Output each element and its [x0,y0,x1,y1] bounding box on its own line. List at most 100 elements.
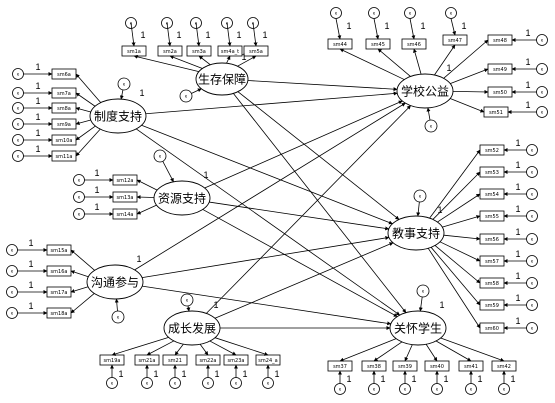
fixed-loading-label: 1 [477,374,482,384]
error-label: e [531,302,534,307]
error-term: e [230,377,242,389]
fixed-loading-label: 1 [420,21,425,31]
error-term: e [73,174,85,186]
latent-fixed-label: 1 [139,88,144,98]
indicator-sm6a: sm6a [51,68,77,80]
error-label: e [531,236,534,241]
indicator-label: sm19a [104,358,121,364]
path-survival-to-teaching [237,91,400,220]
loading-sm23a [209,340,237,356]
residual-sm3a [195,22,201,47]
error-circle [416,284,430,298]
indicator-label: sm60 [485,326,499,332]
loading-sm47 [434,44,456,76]
error-term: e [117,77,131,91]
fixed-loading-label: 1 [118,369,123,379]
error-circle [424,119,438,133]
loading-sm5a [237,55,257,67]
latent-ellipse [387,215,445,251]
indicator-sm7a: sm7a [51,87,77,99]
indicator-sm38: sm38 [361,360,387,372]
indicator-label: sm1a [127,49,141,55]
error-term: e [262,377,274,389]
loading-sm3a [198,55,211,66]
indicator-sm11a: sm11a [51,150,77,162]
indicator-sm41: sm41 [458,360,484,372]
error-label: e [339,386,342,391]
indicator-sm4a_t: sm4a_t [217,45,243,57]
fixed-loading-label: 1 [140,30,145,40]
latent-label: 教事支持 [392,226,440,241]
indicator-sm44: sm44 [327,38,353,50]
loading-sm52 [429,149,481,219]
error-label: e [117,314,120,319]
loading-sm53 [432,171,481,220]
error-label: e [11,247,14,252]
fixed-loading-label: 1 [28,301,33,311]
indicator-sm55: sm55 [479,210,505,222]
indicator-sm5a: sm5a [243,45,269,57]
error-label: e [207,380,210,385]
indicator-sm18a: sm18a [46,307,72,319]
error-term: e [526,166,538,178]
indicator-sm48: sm48 [487,34,513,46]
indicator-label: sm15a [51,248,68,254]
path-resource-to-teaching [209,201,390,231]
residual-sm44 [335,18,342,40]
error-term: e [526,144,538,156]
fixed-loading-label: 1 [411,374,416,384]
path-resource-to-school [204,100,403,189]
error-term: e [526,233,538,245]
fixed-loading-label: 1 [35,112,40,122]
error-label: e [186,297,189,302]
error-label: e [185,93,188,98]
error-term: e [73,208,85,220]
latent-fixed-label: 1 [446,63,451,73]
fixed-loading-label: 1 [515,227,520,237]
loading-sm4a_t [226,55,231,64]
error-label: e [531,325,534,330]
loading-sm48 [443,39,489,79]
fixed-loading-label: 1 [380,374,385,384]
fixed-loading-label: 1 [94,185,99,195]
error-label: e [430,123,433,128]
indicator-label: sm57 [485,259,499,265]
indicator-sm42: sm42 [491,360,517,372]
loading-sm55 [442,215,481,228]
error-term: e [12,68,24,80]
indicator-sm3a: sm3a [186,45,212,57]
latent-ellipse [396,73,454,109]
loading-sm38 [373,341,403,362]
loading-sm49 [450,68,489,84]
error-term: e [404,7,416,19]
path-system-to-care [136,128,401,316]
indicator-sm57: sm57 [479,255,505,267]
indicator-sm40: sm40 [424,360,450,372]
indicator-label: sm10a [56,138,73,144]
indicator-label: sm2a [163,49,177,55]
indicator-label: sm53 [485,170,499,176]
error-label: e [17,153,20,158]
loading-sm37 [339,338,397,362]
indicator-label: sm49 [493,67,507,73]
error-label: e [17,137,20,142]
path-growth-to-teaching [214,242,394,319]
error-label: e [252,20,255,25]
error-term: e [368,7,380,19]
error-term: e [536,86,548,98]
fixed-loading-label: 1 [35,81,40,91]
loading-sm41 [435,340,472,362]
residual-sm5a [252,22,258,47]
error-label: e [17,71,20,76]
error-label: e [531,258,534,263]
loading-sm2a [169,55,203,69]
path-system-to-school [145,91,398,115]
error-term: e [536,63,548,75]
error-term: e [526,255,538,267]
indicator-label: sm3a [192,49,206,55]
error-label: e [404,386,407,391]
error-term: e [465,383,477,395]
